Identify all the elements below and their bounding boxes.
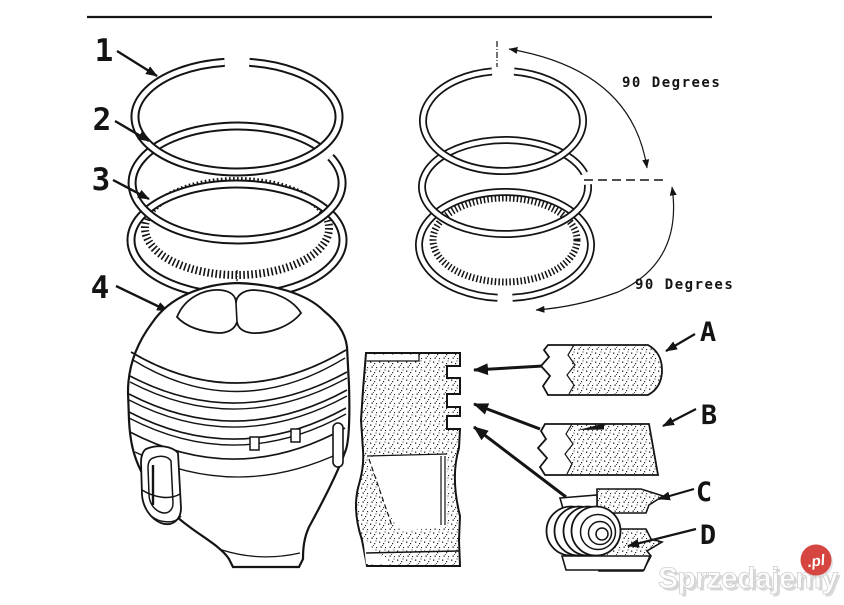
callout-1-arrow bbox=[116, 49, 158, 78]
callout-3: 3 bbox=[92, 162, 111, 198]
pin-boss-curve-2 bbox=[149, 514, 182, 523]
ring-b-section bbox=[536, 423, 660, 476]
ring-a-break-line bbox=[566, 344, 576, 395]
callout-a: A bbox=[700, 317, 716, 348]
oil-ring-3 bbox=[126, 179, 348, 301]
skirt-foot-arc bbox=[221, 549, 301, 558]
foot-line bbox=[365, 550, 460, 554]
ring-gap-orientation-figure bbox=[415, 41, 677, 313]
ring-belt-bottom-arc bbox=[129, 427, 346, 460]
callout-b-arrow bbox=[662, 408, 697, 427]
oil-ring-expander-serration-right bbox=[429, 194, 581, 286]
callout-1: 1 bbox=[95, 33, 114, 69]
cross-section-web bbox=[367, 454, 447, 531]
watermark: Sprzedajemy Sprzedajemy .pl bbox=[658, 544, 841, 598]
groove-arrow-middle bbox=[473, 402, 541, 431]
oil-ring-section bbox=[545, 488, 665, 572]
callout-2: 2 bbox=[93, 102, 112, 138]
oil-ring-bottom-rail bbox=[560, 555, 652, 571]
oil-ring-expander-serration bbox=[141, 177, 333, 279]
compression-ring-2 bbox=[127, 121, 347, 245]
coil-inner-3 bbox=[595, 527, 609, 541]
groove-arrow-bottom bbox=[473, 425, 567, 499]
web-top-line bbox=[366, 453, 448, 457]
angle-label-top: 90 Degrees bbox=[622, 75, 721, 91]
callout-4: 4 bbox=[91, 270, 110, 306]
groove-tab-left bbox=[249, 436, 260, 451]
callout-c: C bbox=[696, 477, 712, 508]
groove-tab-right bbox=[290, 428, 301, 443]
pin-boss-inner bbox=[147, 455, 174, 514]
callout-4-arrow bbox=[115, 284, 169, 313]
expander-spring-coil bbox=[545, 505, 622, 557]
ring-a-stipple bbox=[572, 345, 661, 394]
ring-groove-arc-3b bbox=[128, 413, 347, 446]
ring-b-stipple bbox=[570, 424, 657, 474]
top-ring-right bbox=[419, 67, 587, 175]
pin-boss-curve-1 bbox=[141, 489, 181, 499]
ring-a-section bbox=[539, 344, 663, 396]
ring-groove-arc-1b bbox=[129, 377, 348, 410]
angle-arc-top bbox=[508, 46, 650, 169]
crown-rim-outer bbox=[130, 349, 347, 384]
right-boss-slot bbox=[332, 422, 344, 468]
angle-arc-bottom bbox=[535, 186, 677, 313]
callout-3-arrow bbox=[112, 178, 150, 201]
crown-recess-band bbox=[367, 354, 419, 361]
callout-2-arrow bbox=[114, 119, 150, 143]
ring-b-taper-mark bbox=[578, 423, 604, 430]
angle-label-bottom: 90 Degrees bbox=[635, 277, 734, 293]
ring-b-break-line bbox=[564, 423, 574, 475]
compression-ring-1 bbox=[130, 57, 344, 177]
web-dashed-line bbox=[368, 458, 393, 527]
callout-c-arrow bbox=[658, 487, 695, 501]
piston-cross-section bbox=[354, 352, 462, 567]
callout-d-arrow bbox=[627, 527, 697, 548]
crown-valve-relief-crease bbox=[235, 302, 238, 323]
watermark-tld: .pl bbox=[806, 552, 827, 571]
cross-section-skirt-white bbox=[363, 535, 395, 564]
callout-b: B bbox=[701, 400, 717, 431]
ring-groove-arc-2a bbox=[128, 389, 348, 422]
watermark-badge bbox=[800, 544, 832, 576]
crown-rim-inner bbox=[132, 357, 346, 393]
exploded-ring-stack bbox=[126, 57, 348, 301]
piston-silhouette bbox=[126, 281, 351, 569]
crown-valve-relief bbox=[175, 289, 303, 334]
piston-view bbox=[126, 270, 351, 569]
oil-ring-right bbox=[415, 188, 595, 302]
ring-groove-arc-1a bbox=[129, 371, 348, 404]
crown-recess-line bbox=[367, 354, 420, 362]
callout-d: D bbox=[700, 520, 716, 551]
watermark-text: Sprzedajemy bbox=[658, 562, 838, 595]
groove-arrow-top bbox=[473, 363, 544, 376]
ring-groove-arc-3a bbox=[128, 407, 347, 440]
ring-groove-arc-2b bbox=[128, 395, 348, 428]
callout-a-arrow bbox=[665, 333, 696, 352]
